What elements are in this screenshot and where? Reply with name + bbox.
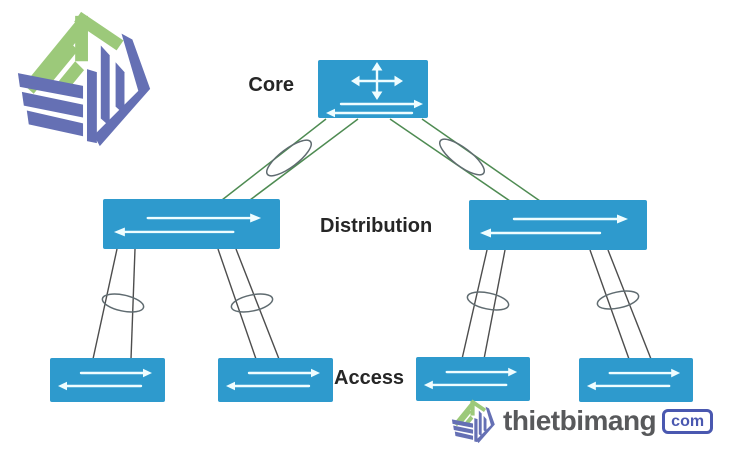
distribution-left-to-access-2-link xyxy=(217,248,280,360)
bidirectional-arrows-icon xyxy=(469,200,647,250)
bidirectional-arrows-icon xyxy=(218,358,333,402)
distribution-switch-right xyxy=(469,200,647,250)
distribution-right-to-access-3-link xyxy=(461,249,510,360)
distribution-right-to-access-4-link xyxy=(589,249,652,360)
thietbimang-logo-icon xyxy=(12,4,160,152)
bidirectional-arrows-icon xyxy=(50,358,165,402)
access-layer-label: Access xyxy=(334,367,405,389)
distribution-left-to-access-1-link xyxy=(92,248,145,360)
watermark-brand-text: thietbimang xyxy=(503,405,657,436)
etherchannel-loop-icon xyxy=(230,293,274,313)
distribution-switch-left xyxy=(103,199,280,249)
access-switch-2 xyxy=(218,358,333,402)
etherchannel-loop-icon xyxy=(439,138,485,176)
etherchannel-loop-icon xyxy=(101,293,145,313)
access-switch-4 xyxy=(579,358,693,402)
etherchannel-loop-icon xyxy=(596,290,640,310)
watermark: thietbimang com xyxy=(450,395,714,447)
distribution-layer-label: Distribution xyxy=(320,215,433,237)
etherchannel-loop-icon xyxy=(266,139,312,177)
bidirectional-arrows-icon xyxy=(103,199,280,249)
watermark-domain-badge: com xyxy=(662,408,714,434)
watermark-logo-icon xyxy=(450,397,498,445)
core-to-distribution-right-link xyxy=(389,118,541,202)
access-switch-3 xyxy=(416,357,530,401)
multi-direction-arrows-icon xyxy=(318,60,428,118)
access-switch-1 xyxy=(50,358,165,402)
etherchannel-loop-icon xyxy=(466,291,510,311)
core-switch xyxy=(318,60,428,118)
core-layer-label: Core xyxy=(248,74,294,96)
core-to-distribution-left-link xyxy=(221,118,359,201)
